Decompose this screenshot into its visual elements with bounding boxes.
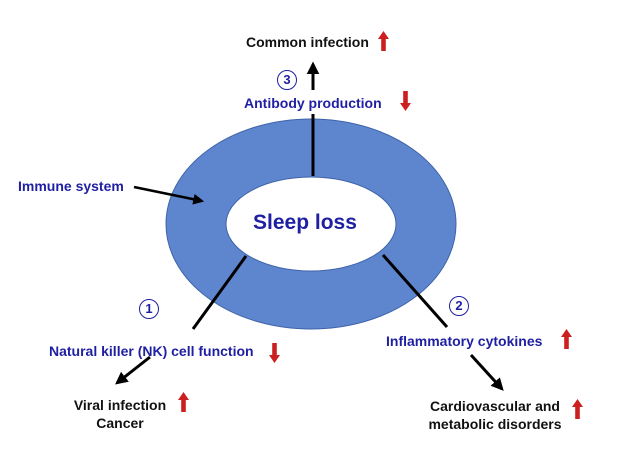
metabolic-disorders-line: metabolic disorders	[428, 416, 562, 432]
red-up-arrow-icon	[378, 31, 389, 56]
branch-2-number: 2	[449, 296, 469, 316]
branch-3-number: 3	[277, 70, 297, 90]
cancer-line: Cancer	[96, 415, 144, 431]
center-label: Sleep loss	[253, 211, 357, 234]
branch-1-number: 1	[139, 299, 159, 319]
cardiovascular-line: Cardiovascular and	[430, 398, 560, 414]
common-infection-label: Common infection	[246, 34, 369, 50]
red-up-arrow-icon	[178, 392, 189, 417]
red-down-arrow-icon	[269, 343, 280, 368]
inflammatory-cytokines-label: Inflammatory cytokines	[386, 333, 543, 349]
immune-system-pointer	[133, 185, 205, 205]
antibody-production-label: Antibody production	[244, 95, 382, 111]
cardiovascular-metabolic-label: Cardiovascular and metabolic disorders	[420, 397, 570, 433]
viral-infection-line: Viral infection	[73, 397, 167, 413]
nk-cell-function-label: Natural killer (NK) cell function	[49, 343, 254, 359]
viral-infection-cancer-label: Viral infection Cancer	[60, 396, 180, 432]
immune-ring	[165, 118, 457, 330]
branch-2-arrow	[469, 353, 504, 391]
red-up-arrow-icon	[561, 329, 572, 354]
immune-system-label: Immune system	[18, 178, 124, 194]
branch-2-line	[381, 254, 449, 328]
branch-1-arrow	[115, 355, 151, 385]
branch-1-line	[191, 255, 248, 330]
red-down-arrow-icon	[400, 91, 411, 116]
red-up-arrow-icon	[572, 399, 583, 424]
